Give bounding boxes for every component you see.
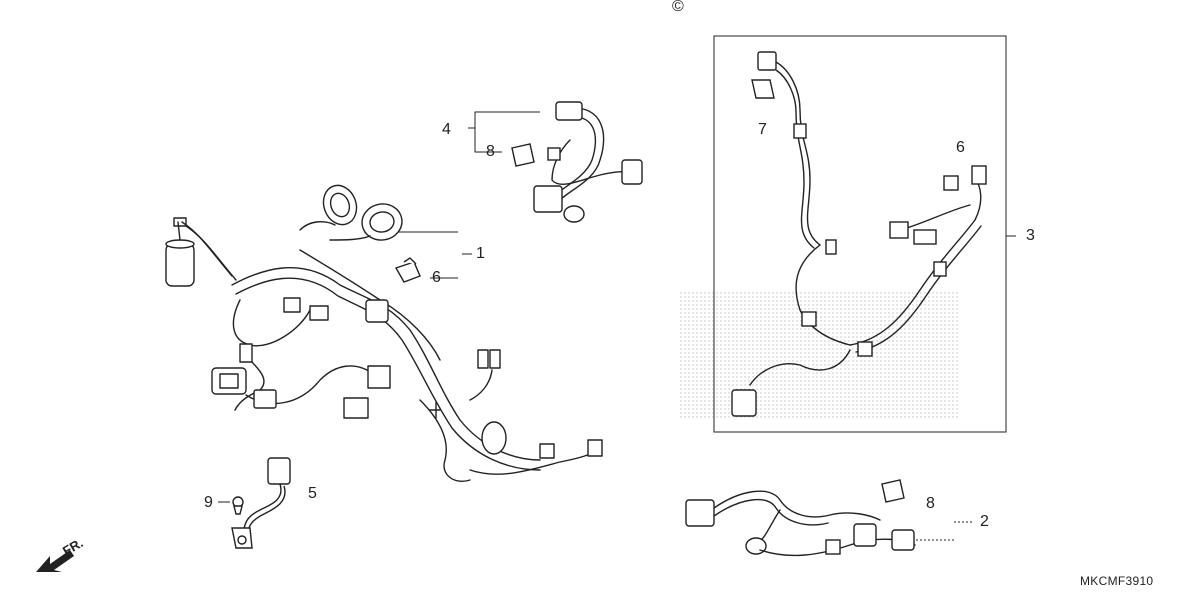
callout-6-right: 6 [956,139,965,156]
callout-6-left: 6 [432,269,441,286]
harness-canister-sensor [165,217,195,287]
sensor-part-5 [231,457,291,549]
harness-round-connectors [299,184,403,241]
callout-3: 3 [1026,227,1035,244]
callout-8-top: 8 [486,143,495,160]
callout-2: 2 [980,513,989,530]
sub-harness-part-2 [685,490,916,557]
copyright-symbol: © [672,0,684,15]
sub-harness-part-4 [533,101,643,223]
clamp-part-8-bottom [881,479,905,503]
main-wire-harness [165,184,603,482]
clamp-part-8-top [511,143,535,167]
callout-1: 1 [476,245,485,262]
clamp-part-7 [751,79,775,99]
callout-7: 7 [758,121,767,138]
harness-part-3-box [680,35,1007,433]
diagram-code: MKCMF3910 [1080,574,1154,588]
bolt-part-9 [232,496,244,515]
callout-8-bottom: 8 [926,495,935,512]
callout-4: 4 [442,121,451,138]
front-arrow-icon: FR. [36,535,86,572]
callout-9: 9 [204,494,213,511]
callout-5: 5 [308,485,317,502]
clamp-part-6-left [394,257,421,283]
